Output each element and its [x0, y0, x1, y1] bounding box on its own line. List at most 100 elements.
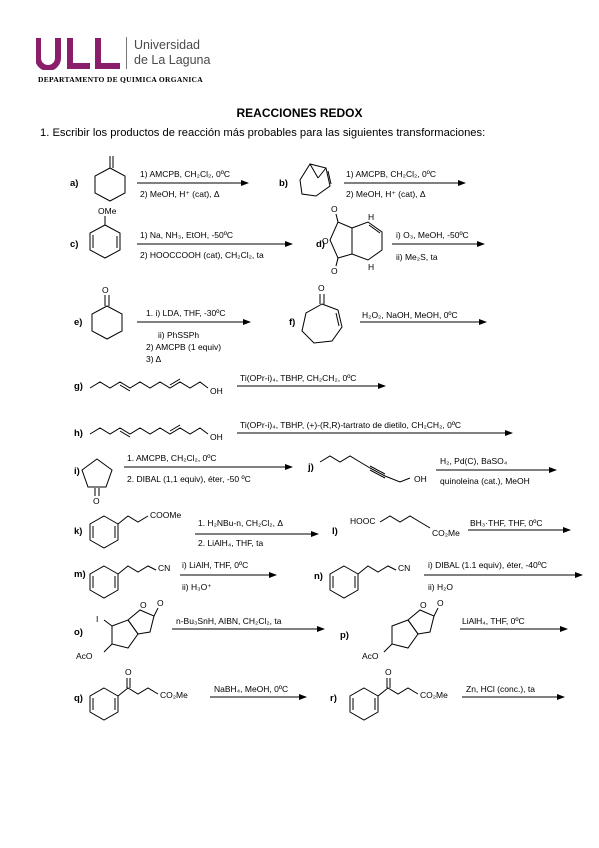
r-sub: CO₂Me	[420, 690, 448, 700]
cond-i-2: 2. DIBAL (1,1 equiv), éter, -50 ºC	[127, 474, 251, 484]
e-o: O	[102, 285, 109, 295]
dienol-chain-g	[89, 381, 209, 389]
cond-a-2: 2) MeOH, H⁺ (cat), Δ	[140, 189, 220, 199]
ull-logo	[36, 38, 120, 70]
r-o: O	[385, 667, 392, 677]
phenyl-nitrile-m	[89, 565, 157, 599]
d-h1: H	[368, 212, 375, 222]
cond-b-2: 2) MeOH, H⁺ (cat), Δ	[346, 189, 426, 199]
p-o2: O	[437, 598, 444, 608]
sub-c: OMe	[98, 206, 117, 216]
cond-e-2: ii) PhSSPh	[158, 330, 200, 340]
norbornene-b	[299, 163, 332, 197]
cond-j-1: H₂, Pd(C), BaSO₄	[440, 456, 508, 466]
cond-h-1: Ti(OPr-i)₄, TBHP, (+)-(R,R)-tartrato de …	[240, 420, 462, 430]
d-o2: O	[322, 236, 329, 246]
d-h2: H	[368, 262, 375, 272]
cond-f-1: H₂O₂, NaOH, MeOH, 0ºC	[362, 310, 458, 320]
ketoester-r	[349, 678, 419, 721]
page-title: REACCIONES REDOX	[236, 106, 363, 120]
q-sub: CO₂Me	[160, 690, 188, 700]
cond-c-1: 1) Na, NH₃, EtOH, -50ºC	[140, 230, 234, 240]
dienol-chain-h	[89, 427, 209, 435]
methoxy-diene-c	[89, 216, 121, 259]
o-o1: O	[140, 600, 147, 610]
cond-e-4: 3) Δ	[146, 354, 162, 364]
l-s1: HOOC	[350, 516, 376, 526]
cond-n-1: i) DIBAL (1.1 equiv), éter, -40ºC	[428, 560, 548, 570]
o-i: I	[96, 614, 99, 624]
cond-r-1: Zn, HCl (conc.), ta	[466, 684, 535, 694]
cond-m-1: i) LiAlH, THF, 0ºC	[182, 560, 249, 570]
k-sub: COOMe	[150, 510, 182, 520]
o-ac: AcO	[76, 651, 93, 661]
cond-i-1: 1. AMCPB, CH₂Cl₂, 0ºC	[127, 453, 217, 463]
university-name: Universidad de La Laguna	[134, 38, 211, 67]
cond-o-1: n-Bu₃SnH, AIBN, CH₂Cl₂, ta	[176, 616, 282, 626]
cond-m-2: ii) H₃O⁺	[182, 582, 212, 592]
d-o3: O	[331, 266, 338, 276]
item-label-m: m)	[74, 569, 86, 580]
iodo-lactone-o	[103, 607, 159, 653]
d-o1: O	[331, 204, 338, 214]
item-label-n: n)	[314, 571, 323, 582]
item-label-j: j)	[308, 462, 314, 473]
item-label-q: q)	[74, 693, 83, 704]
department-name: DEPARTAMENTO DE QUIMICA ORGANICA	[38, 75, 203, 84]
cyclohexanone-a	[94, 156, 126, 202]
cyclohexene-anhydride-d	[329, 213, 383, 267]
g-oh: OH	[210, 386, 223, 396]
cond-d-1: i) O₃, MeOH, -50ºC	[396, 230, 469, 240]
cyclohexanone-e	[91, 295, 123, 340]
ketoester-q	[89, 678, 159, 721]
h-oh: OH	[210, 432, 223, 442]
cond-n-2: ii) H₂O	[428, 582, 454, 592]
item-label-o: o)	[74, 627, 83, 638]
l-s2: CO₂Me	[432, 528, 460, 538]
phenyl-ester-k	[89, 515, 149, 549]
cycloheptenone-f	[301, 294, 343, 344]
item-label-i: i)	[74, 466, 80, 477]
cond-e-3: 2) AMCPB (1 equiv)	[146, 342, 222, 352]
p-ac: AcO	[362, 651, 379, 661]
cond-d-2: ii) Me₂S, ta	[396, 252, 438, 262]
alkynol-j	[319, 455, 411, 483]
logo-divider	[126, 37, 127, 69]
phenyl-nitrile-n	[329, 565, 397, 599]
cond-q-1: NaBH₄, MeOH, 0ºC	[214, 684, 289, 694]
cond-a-1: 1) AMCPB, CH₂Cl₂, 0ºC	[140, 169, 230, 179]
item-label-d: d)	[316, 239, 325, 250]
item-label-e: e)	[74, 317, 83, 328]
item-label-g: g)	[74, 381, 83, 392]
i-o: O	[93, 496, 100, 506]
exercise-instruction: 1. Escribir los productos de reacción má…	[40, 127, 486, 139]
item-label-b: b)	[279, 178, 288, 189]
cond-p-1: LiAlH₄, THF, 0ºC	[462, 616, 525, 626]
item-label-a: a)	[70, 178, 79, 189]
cond-j-2: quinoleina (cat.), MeOH	[440, 476, 530, 486]
cond-g-1: Ti(OPr-i)₄, TBHP, CH₂CH₂, 0ºC	[240, 373, 357, 383]
o-o2: O	[157, 598, 164, 608]
m-sub: CN	[158, 563, 171, 573]
item-label-k: k)	[74, 526, 83, 537]
item-label-r: r)	[330, 693, 337, 704]
cond-e-1: 1. i) LDA, THF, -30ºC	[146, 308, 226, 318]
item-label-h: h)	[74, 428, 83, 439]
cond-l-1: BH₃·THF, THF, 0ºC	[470, 518, 543, 528]
item-label-c: c)	[70, 239, 79, 250]
acid-ester-chain-l	[379, 515, 431, 529]
p-o1: O	[420, 600, 427, 610]
n-sub: CN	[398, 563, 411, 573]
cond-b-1: 1) AMCPB, CH₂Cl₂, 0ºC	[346, 169, 436, 179]
item-label-p: p)	[340, 630, 349, 641]
lactone-p	[383, 607, 439, 653]
f-o: O	[318, 283, 325, 293]
item-label-f: f)	[289, 317, 296, 328]
cond-k-1: 1. H₂NBu-n, CH₂Cl₂, Δ	[198, 518, 284, 528]
cond-k-2: 2. LiAlH₄, THF, ta	[198, 538, 264, 548]
cond-c-2: 2) HOOCCOOH (cat), CH₂Cl₂, ta	[140, 250, 264, 260]
j-oh: OH	[414, 474, 427, 484]
cyclopentanone-i	[81, 458, 113, 496]
q-o: O	[125, 667, 132, 677]
